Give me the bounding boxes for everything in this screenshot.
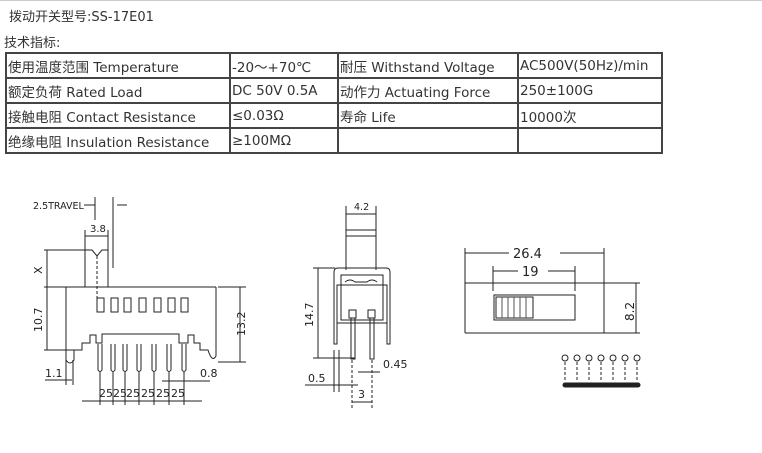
dim-8-2: 8.2 (623, 302, 637, 321)
dim-14-7: 14.7 (303, 303, 316, 328)
pitch-label: 25 (156, 387, 170, 400)
spec-value: -20～+70℃ (229, 52, 339, 79)
spec-label: 绝缘电阻 Insulation Resistance (5, 127, 231, 154)
spec-value: 10000次 (517, 102, 663, 129)
slot (493, 294, 576, 321)
dim-x: X (32, 266, 45, 274)
pins (97, 344, 187, 372)
dim-0-8: 0.8 (200, 367, 218, 380)
spec-label: 耐压 Withstand Voltage (337, 52, 519, 79)
dim-19: 19 (522, 265, 539, 280)
spec-value: DC 50V 0.5A (229, 77, 339, 104)
dim-10-7: 10.7 (32, 308, 45, 333)
specs-heading: 技术指标: (4, 36, 61, 51)
spec-value: ≥100MΩ (229, 127, 339, 154)
dim-0-45: 0.45 (383, 358, 408, 371)
table-row: 绝缘电阻 Insulation Resistance≥100MΩ (5, 127, 663, 154)
spec-label: 额定负荷 Rated Load (5, 77, 231, 104)
dim-0-5: 0.5 (308, 372, 326, 385)
front-view: 2.5TRAVEL 3.8 X 10.7 13.2 1.1 0.8 25 25 … (32, 197, 248, 405)
pitch-label: 25 (171, 387, 185, 400)
pitch-label: 25 (99, 387, 113, 400)
spec-value (517, 127, 663, 154)
spec-value: ≤0.03Ω (229, 102, 339, 129)
spec-label: 寿命 Life (337, 102, 519, 129)
schematic (561, 354, 641, 388)
dim-13-2: 13.2 (235, 312, 248, 337)
spec-label: 使用温度范围 Temperature (5, 52, 231, 79)
dim-3: 3 (358, 388, 365, 401)
spec-value: AC500V(50Hz)/min (517, 52, 663, 79)
dim-1-1: 1.1 (45, 367, 63, 380)
dim-26-4: 26.4 (513, 247, 542, 262)
product-title: 拨动开关型号:SS-17E01 (9, 10, 154, 25)
travel-label: 2.5TRAVEL (33, 201, 85, 212)
spec-label: 接触电阻 Contact Resistance (5, 102, 231, 129)
pitch-label: 25 (126, 387, 140, 400)
pitch-label: 25 (141, 387, 155, 400)
spec-value: 250±100G (517, 77, 663, 104)
spec-label: 动作力 Actuating Force (337, 77, 519, 104)
spec-label (337, 127, 519, 154)
top-divider (0, 0, 762, 1)
dim-4-2: 4.2 (354, 202, 369, 213)
pitch-label: 25 (113, 387, 127, 400)
dim-3-8: 3.8 (90, 224, 106, 235)
side-view: 4.2 14.7 0.5 0.45 3 (303, 202, 408, 408)
top-view: 26.4 19 8.2 (464, 247, 640, 334)
